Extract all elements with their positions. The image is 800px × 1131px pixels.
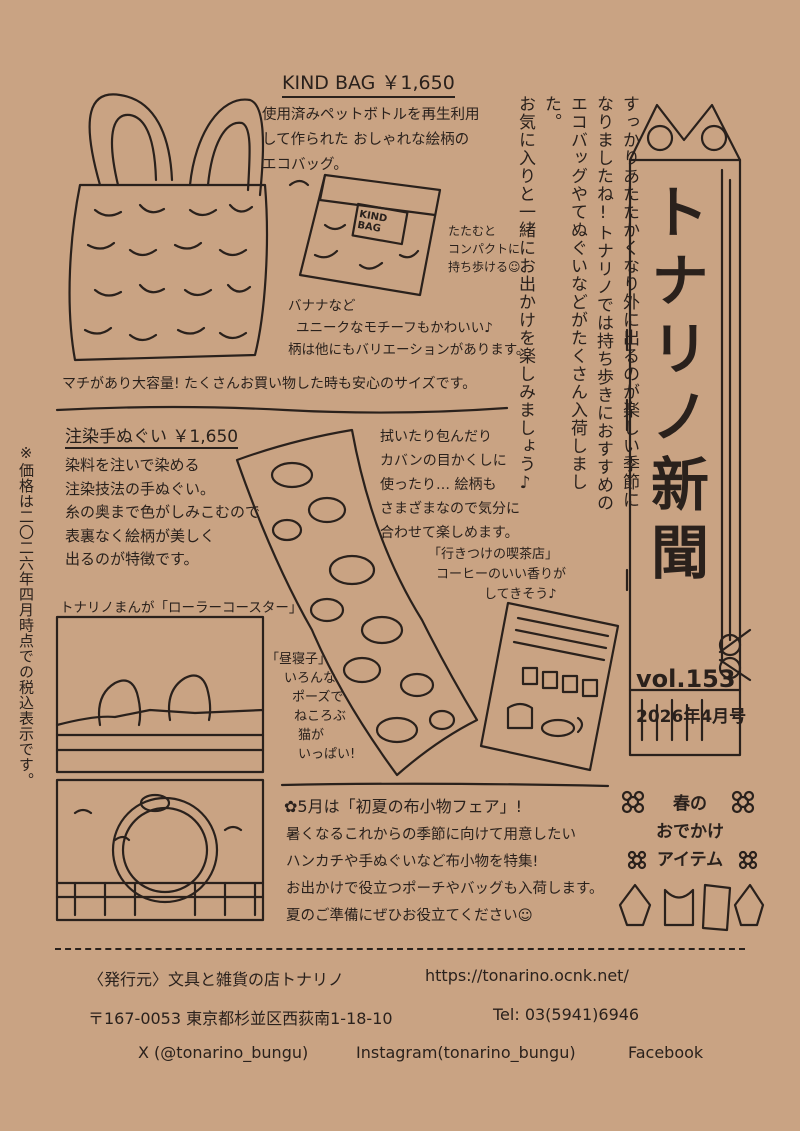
motif-note: バナナなど ユニークなモチーフもかわいい♪ 柄は他にもバリエーションがあります。	[288, 295, 529, 361]
masthead-frame	[625, 103, 752, 757]
tenugui-desc-line: 表裏なく絵柄が美しく	[65, 526, 216, 545]
tenugui-title: 注染手ぬぐい ￥1,650	[65, 422, 239, 449]
fair-divider	[280, 782, 610, 788]
fold-note: たたむと コンパクトに 持ち歩ける☺	[448, 222, 521, 276]
motif-line: 柄は他にもバリエーションがあります。	[288, 342, 530, 358]
nap-note-line: ねころぶ	[294, 709, 347, 724]
spring-line: おでかけ	[656, 822, 724, 842]
x-account[interactable]: X (@tonarino_bungu)	[138, 1043, 309, 1062]
cafe-note-line: してきそう♪	[484, 587, 557, 602]
cafe-note-line: コーヒーのいい香りが	[436, 567, 567, 582]
cat-tenugui-illustration	[235, 428, 479, 777]
spring-goods-illustration	[618, 883, 765, 932]
tenugui-desc-line: 染料を注いで染める	[65, 456, 200, 474]
folded-bag-illustration	[288, 173, 442, 297]
fold-note-line: たたむと	[448, 224, 497, 238]
intro-line: お気に入りと一緒にお出かけを楽しみましょう♪	[515, 95, 535, 494]
motif-line: バナナなど	[288, 298, 356, 314]
instagram-account[interactable]: Instagram(tonarino_bungu)	[356, 1043, 576, 1062]
banana-bag-illustration	[68, 93, 269, 362]
usage-line: さまざまなので気分に	[380, 501, 520, 517]
fair-title: ✿5月は「初夏の布小物フェア」!	[284, 797, 523, 816]
volume-label: vol.153	[636, 665, 736, 693]
phone-number: Tel: 03(5941)6946	[493, 1005, 640, 1024]
usage-line: 使ったり… 絵柄も	[380, 477, 497, 493]
usage-line: 拭いたり包んだり	[380, 429, 492, 445]
fair-line: 夏のご準備にぜひお役立てください☺	[286, 908, 533, 924]
spring-line: 春の	[673, 794, 707, 814]
intro-line: エコバッグやてぬぐいなどがたくさん入荷しました。	[541, 95, 587, 491]
cafe-tenugui-illustration	[479, 601, 620, 772]
nap-note: 「昼寝子」 いろんな ポーズで ねころぶ 猫が いっぱい!	[266, 650, 356, 764]
kind-bag-desc-line: 使用済みペットボトルを再生利用	[262, 107, 480, 123]
address-text: 〒167-0053 東京都杉並区西荻南1-18-10	[88, 1009, 393, 1028]
nap-note-line: 猫が	[298, 728, 325, 743]
price-note: ※価格は二〇二六年四月時点での税込表示です。	[17, 444, 35, 788]
website-link[interactable]: https://tonarino.ocnk.net/	[425, 966, 629, 985]
footer-divider	[55, 948, 745, 950]
fair-line: ハンカチや手ぬぐいなど布小物を特集!	[286, 854, 539, 870]
tenugui-usage: 拭いたり包んだり カバンの目かくしに 使ったり… 絵柄も さまざまなので気分に …	[380, 425, 520, 545]
kind-bag-description: 使用済みペットボトルを再生利用 して作られた おしゃれな絵柄の エコバッグ。	[262, 103, 480, 178]
fair-line: お出かけで役立つポーチやバッグも入荷します。	[286, 881, 604, 897]
tenugui-desc-line: 注染技法の手ぬぐい。	[65, 479, 216, 498]
masthead-title: トナリノ新聞	[641, 182, 709, 590]
kind-bag-title: KIND BAG ￥1,650	[282, 68, 455, 98]
fold-note-line: 持ち歩ける☺	[448, 260, 521, 274]
spring-line: アイテム	[656, 850, 724, 870]
nap-note-line: いっぱい!	[298, 747, 356, 762]
nap-note-line: ポーズで	[292, 690, 344, 705]
spring-items-heading: 春の おでかけ アイテム	[640, 790, 740, 874]
motif-line: ユニークなモチーフもかわいい♪	[296, 320, 493, 336]
usage-line: 合わせて楽しめます。	[380, 525, 519, 541]
section-divider	[55, 405, 509, 414]
manga-comic	[55, 615, 265, 922]
cafe-note-line: 「行きつけの喫茶店」	[428, 547, 559, 562]
fair-body: 暑くなるこれからの季節に向けて用意したい ハンカチや手ぬぐいなど布小物を特集! …	[286, 822, 604, 930]
tenugui-desc-line: 糸の奥まで色がしみこむので	[65, 503, 261, 521]
tenugui-desc-line: 出るのが特徴です。	[65, 550, 199, 568]
tenugui-description: 染料を注いで染める 注染技法の手ぬぐい。 糸の奥まで色がしみこむので 表裏なく絵…	[65, 454, 260, 572]
nap-note-title: 「昼寝子」	[266, 652, 332, 667]
nap-note-line: いろんな	[284, 671, 337, 686]
facebook-link[interactable]: Facebook	[628, 1043, 704, 1062]
usage-line: カバンの目かくしに	[380, 453, 507, 469]
fold-note-line: コンパクトに	[448, 242, 521, 256]
manga-title: トナリノまんが「ローラーコースター」	[60, 600, 303, 616]
flower-icons	[621, 790, 758, 870]
issue-date: 2026年4月号	[636, 707, 747, 727]
kind-bag-desc-line: エコバッグ。	[262, 157, 348, 173]
kind-bag-desc-line: して作られた おしゃれな絵柄の	[262, 132, 470, 148]
publisher-label: 〈発行元〉文具と雑貨の店トナリノ	[88, 970, 345, 989]
capacity-note: マチがあり大容量! たくさんお買い物した時も安心のサイズです。	[62, 376, 477, 392]
fair-line: 暑くなるこれからの季節に向けて用意したい	[286, 827, 576, 843]
cafe-note: 「行きつけの喫茶店」 コーヒーのいい香りが してきそう♪	[428, 545, 566, 605]
intro-line: なりましたね!トナリノでは持ち歩きにおすすめの	[593, 95, 613, 512]
